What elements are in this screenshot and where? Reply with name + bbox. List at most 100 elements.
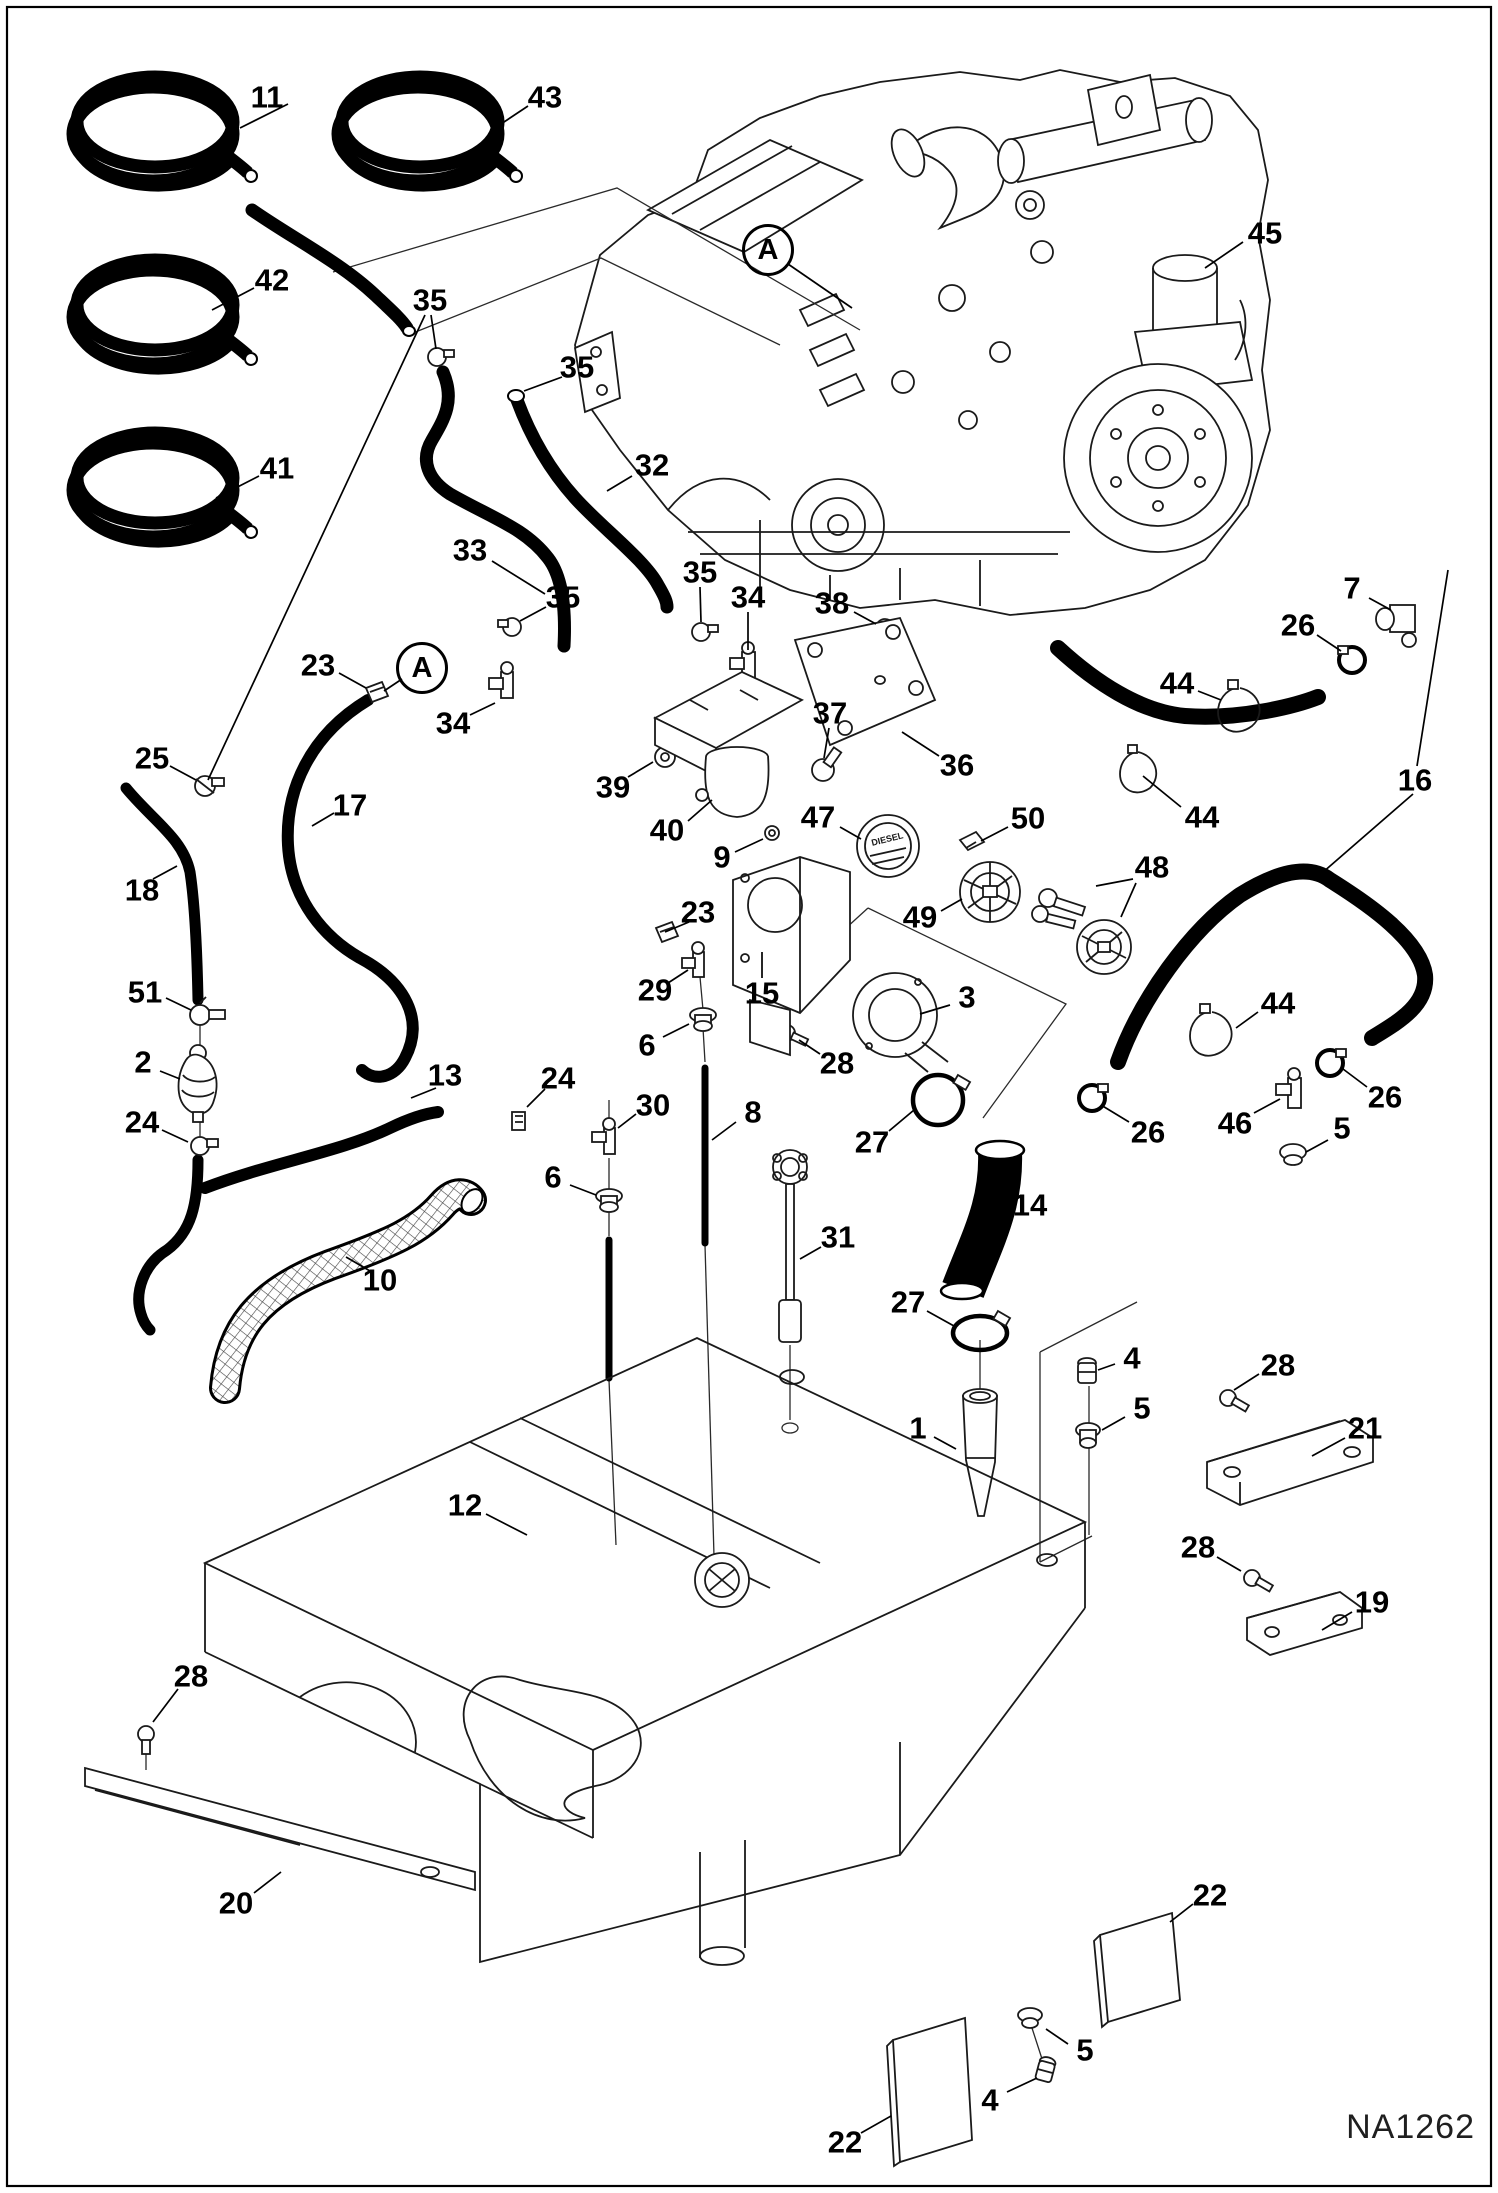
leader-30-53 [617,1113,637,1129]
hose-segment-upper [245,203,414,335]
support-strip-20 [84,1766,476,1892]
page-border [5,5,1493,2188]
hose-clamp-27-b [950,1309,1012,1353]
leader-24-52 [526,1088,546,1108]
elbow-34-a [488,661,514,699]
clamp-26-b [1077,1083,1109,1113]
leader-33-9 [491,560,546,595]
clip-23-a [364,680,390,704]
leader-49-27 [940,898,963,912]
leader-35-10 [519,606,547,622]
elbow-46 [1275,1067,1302,1109]
leader-28-66 [152,1688,179,1723]
leader-35-6 [430,314,437,350]
fuel-hoses [120,203,1434,1404]
small-parts [137,347,1417,2083]
bracket-19 [1246,1591,1363,1656]
leader-22-68 [1169,1903,1194,1923]
bracket-21 [1206,1419,1374,1506]
fuel-cap-47: DIESEL [856,814,920,878]
hose-16 [1110,863,1434,1070]
hose-18-lower [133,1154,204,1336]
fitting-51 [189,996,226,1026]
leader-44-31 [1197,690,1222,701]
leader-23-34 [664,921,690,933]
leader-4-71 [1006,2077,1038,2093]
leader-17-20 [311,812,335,827]
leader-12-65 [485,1513,528,1536]
elbow-34-b [729,641,756,681]
leader-10-57 [345,1256,371,1272]
leader-11-0 [239,103,289,129]
fuel-sender-31 [772,1149,808,1343]
leader-35-6 [207,314,426,781]
leader-38-13 [853,611,877,625]
leader-21-62 [1311,1437,1346,1457]
leader-19-64 [1321,1611,1353,1631]
leader-26-44 [1100,1104,1130,1123]
clamp-26-a [1337,645,1367,675]
leader-28-61 [1233,1373,1260,1391]
hose-18-upper [120,782,204,1006]
fuel-cap-48 [1076,919,1132,975]
hose-16-upper [1050,640,1326,725]
leader-46-45 [1253,1098,1281,1114]
hose-coil-41 [66,426,258,548]
leader-29-35 [667,969,689,984]
fuel-tank-12 [202,1337,1088,1966]
elbow-30 [591,1117,616,1155]
clamp-25 [194,775,225,797]
leader-8-55 [711,1121,737,1141]
clamp-35-b [497,617,522,637]
clip-50 [958,830,986,852]
leader-35-11 [699,586,702,623]
foam-pad-22-right [1093,1911,1181,2029]
leader-32-8 [606,475,633,492]
plug-4-b [1034,2056,1057,2083]
bolt-28-c [1243,1569,1275,1593]
leader-26-30 [1316,634,1342,652]
fitting-7 [1375,604,1417,648]
clamp-26-c [1315,1048,1347,1078]
leader-44-32 [1142,775,1182,808]
hose-33 [419,365,571,653]
elbow-29 [681,941,705,978]
hose-10 [212,1181,484,1401]
leader-6-54 [569,1184,597,1196]
leader-48-28 [1095,878,1134,887]
primer-bulb-2 [177,1044,218,1123]
filler-hose-14 [939,1139,1026,1301]
cable-tie-44-a [1217,679,1261,733]
leader-45-4 [1204,241,1244,269]
hose-13 [199,1106,444,1194]
leader-28-39 [798,1039,821,1055]
leader-20-67 [253,1871,282,1894]
plug-4-a [1077,1357,1097,1384]
leader-a-5 [787,263,853,309]
grommet-6-a [689,1007,717,1032]
leader-a-17 [383,678,403,692]
grommet-5-b [1279,1143,1307,1166]
leader-24-50 [161,1129,189,1143]
tank-seat-recess [462,1675,642,1822]
vent-tube-1 [962,1388,998,1517]
leader-51-48 [165,997,192,1011]
foam-pad-22-bottom [886,2016,973,2168]
leader-16-33 [1321,793,1414,874]
bracket-15 [732,856,851,1057]
leader-28-63 [1216,1556,1242,1572]
leader-7-29 [1368,597,1392,611]
leader-9-25 [734,838,764,853]
leader-39-22 [627,761,654,778]
hose-17 [281,694,419,1083]
cable-tie-44-b [1119,744,1158,794]
hose-32 [510,393,674,614]
construction-lines [145,187,1138,2063]
leader-5-47 [1305,1139,1329,1153]
leader-31-56 [799,1246,822,1260]
leader-36-15 [901,731,940,757]
fuel-cap-49 [959,861,1021,923]
leader-3-37 [919,1004,951,1015]
